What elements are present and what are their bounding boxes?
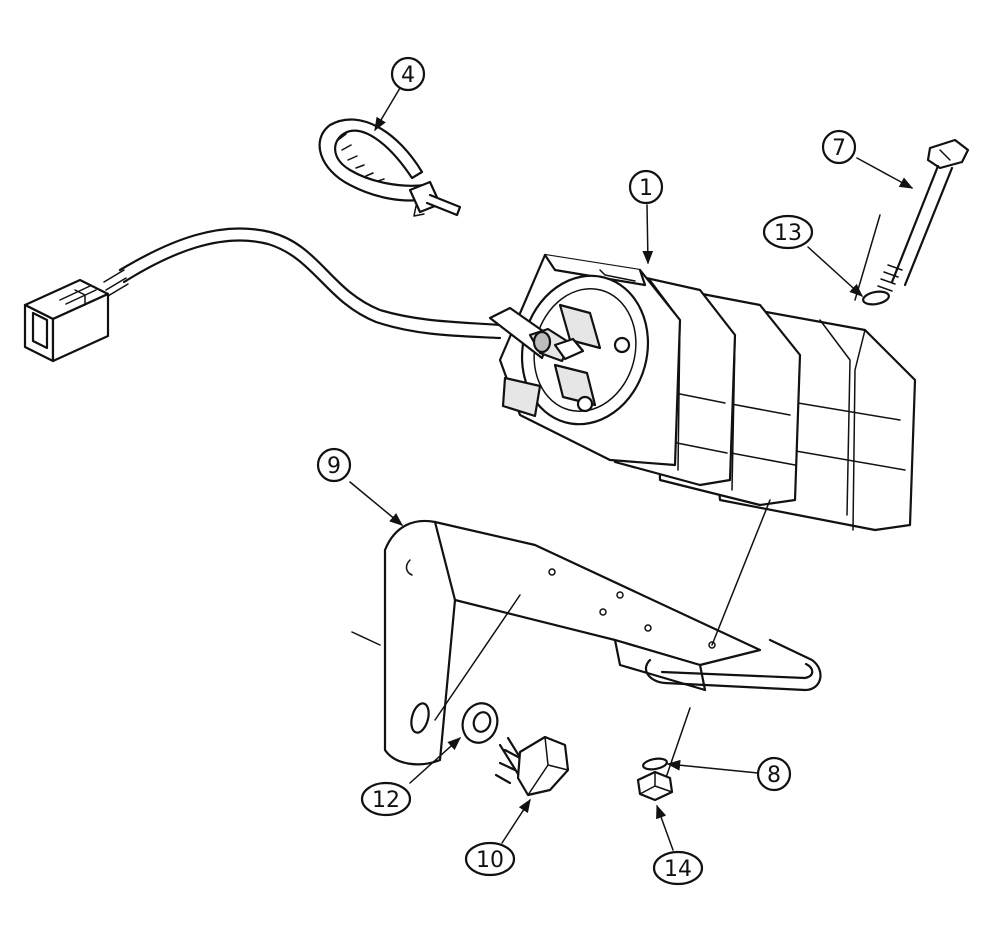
svg-text:10: 10 <box>476 848 504 873</box>
callout-14: 14 <box>652 850 704 886</box>
callout-9: 9 <box>316 447 352 483</box>
leader-lines <box>349 87 914 851</box>
svg-text:7: 7 <box>832 136 846 161</box>
wire-harness <box>103 227 502 340</box>
hex-nut-part <box>636 770 674 802</box>
svg-text:12: 12 <box>372 788 400 813</box>
bolt-part <box>877 138 970 292</box>
washer-13-part <box>862 290 890 306</box>
cap-screw-part <box>494 735 570 797</box>
svg-text:9: 9 <box>327 454 341 479</box>
svg-text:14: 14 <box>664 857 692 882</box>
cable-tie-part <box>318 118 462 217</box>
svg-text:1: 1 <box>639 176 653 201</box>
mounting-bracket-part <box>383 519 822 766</box>
callout-1: 1 <box>628 169 664 205</box>
callout-4: 4 <box>390 56 426 92</box>
callout-8: 8 <box>756 756 792 792</box>
washer-12-part <box>461 702 499 744</box>
callout-10: 10 <box>464 841 516 877</box>
svg-text:8: 8 <box>767 763 781 788</box>
switch-assembly-part <box>498 253 917 532</box>
callout-13: 13 <box>762 214 814 250</box>
switch-shaft <box>488 306 585 363</box>
electrical-connector <box>23 278 110 363</box>
lock-washer-part <box>642 757 668 771</box>
svg-text:13: 13 <box>774 221 802 246</box>
callout-7: 7 <box>821 129 857 165</box>
svg-text:4: 4 <box>401 63 415 88</box>
callout-12: 12 <box>360 781 412 817</box>
